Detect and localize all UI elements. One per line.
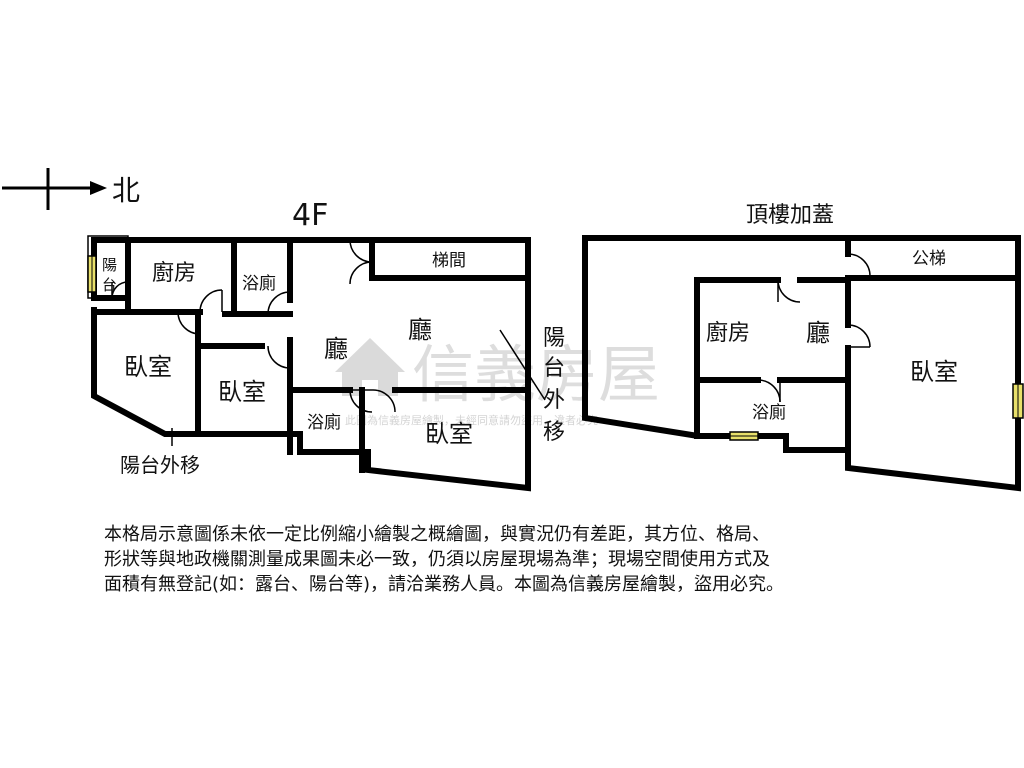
balcony-moved-right-label: 陽 台 外 移 (543, 326, 565, 445)
floor-roof-walls (582, 235, 1021, 492)
disclaimer-line: 面積有無登記(如：露台、陽台等)，請洽業務人員。本圖為信義房屋繪製，盜用必究。 (104, 574, 785, 595)
floor-4f-walls (87, 235, 531, 492)
disclaimer-line: 本格局示意圖係未依一定比例縮小繪製之概繪圖，與實況仍有差距，其方位、格局、 (104, 524, 770, 545)
room-roof-kitchen-label: 廚房 (706, 321, 750, 346)
floor-4f-title: 4F (292, 198, 328, 233)
room-hall-right-label: 廳 (408, 316, 432, 344)
room-roof-bath-label: 浴廁 (752, 402, 786, 423)
watermark: 信義房屋 此圖為信義房屋繪製，未經同意請勿盜用，違者必究 (335, 338, 660, 427)
room-bedroom-left-label: 臥室 (124, 353, 172, 381)
north-arrow-icon (2, 168, 107, 210)
svg-text:陽: 陽 (543, 326, 565, 351)
room-stair-label: 梯間 (432, 251, 466, 271)
svg-text:外: 外 (543, 388, 565, 413)
north-label: 北 (112, 174, 140, 207)
room-roof-bedroom-label: 臥室 (910, 358, 958, 386)
disclaimer-line: 形狀等與地政機關測量成果圖未必一致，仍須以房屋現場為準；現場空間使用方式及 (104, 549, 770, 570)
room-bath-top-label: 浴廁 (242, 273, 276, 294)
floor-4f-doors (111, 239, 546, 446)
svg-text:台: 台 (543, 356, 565, 381)
watermark-small-text: 此圖為信義房屋繪製，未經同意請勿盜用，違者必究 (345, 413, 598, 427)
watermark-brand: 信義房屋 (412, 338, 660, 411)
balcony-moved-left-label: 陽台外移 (120, 453, 200, 477)
room-bedroom-bottom-label: 臥室 (425, 420, 473, 448)
room-kitchen-label: 廚房 (152, 261, 196, 286)
floor-roof-title: 頂樓加蓋 (746, 203, 834, 228)
room-public-stair-label: 公梯 (912, 249, 946, 269)
room-bath-bottom-label: 浴廁 (307, 412, 341, 433)
room-hall-left-label: 廳 (324, 335, 348, 363)
floor-roof-doors (757, 253, 871, 403)
room-bedroom-mid-label: 臥室 (218, 378, 266, 406)
room-balcony-label: 陽台 (102, 256, 117, 294)
disclaimer-text: 本格局示意圖係未依一定比例縮小繪製之概繪圖，與實況仍有差距，其方位、格局、 形狀… (104, 522, 924, 597)
svg-text:移: 移 (543, 420, 565, 445)
room-roof-hall-label: 廳 (806, 319, 830, 347)
